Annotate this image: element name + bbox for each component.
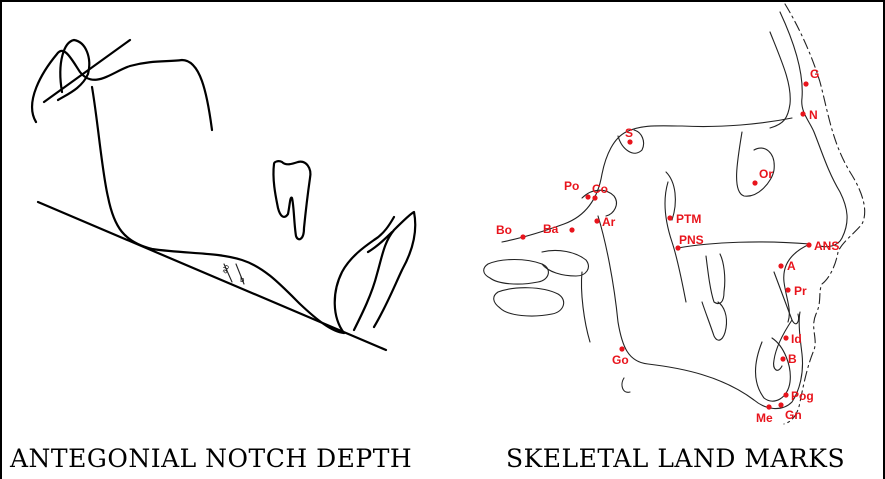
- upper-molars: [706, 254, 725, 304]
- landmark-label-ans: ANS: [814, 239, 839, 253]
- coronoid-loop: [58, 40, 89, 100]
- landmark-label-or: Or: [759, 167, 773, 181]
- landmark-label-g: G: [810, 67, 819, 81]
- landmark-label-me: Me: [756, 411, 773, 425]
- landmark-dot-ans: [806, 242, 811, 247]
- symphysis-outline: [335, 217, 394, 333]
- landmark-label-gn: Gn: [785, 408, 802, 422]
- landmark-dot-pog: [783, 392, 788, 397]
- skeletal-tracing: [484, 4, 865, 424]
- landmark-label-n: N: [809, 108, 818, 122]
- hyoid-trace: [581, 272, 590, 342]
- landmark-dot-ba: [569, 227, 574, 232]
- landmark-dot-or: [752, 180, 757, 185]
- landmark-dot-g: [803, 81, 808, 86]
- landmark-label-a: A: [787, 259, 796, 273]
- caption-antegonial-notch-depth: ANTEGONIAL NOTCH DEPTH: [10, 444, 412, 473]
- landmark-dot-gn: [778, 402, 783, 407]
- mandibular-plane-line: [38, 202, 386, 350]
- landmark-dot-go: [619, 346, 624, 351]
- landmark-label-bo: Bo: [496, 223, 512, 237]
- caption-skeletal-landmarks: SKELETAL LAND MARKS: [506, 444, 845, 473]
- landmark-dot-id: [783, 335, 788, 340]
- landmark-label-id: Id: [791, 332, 802, 346]
- landmark-dot-s: [627, 139, 632, 144]
- inner-frontal: [770, 32, 790, 128]
- landmark-dot-b: [780, 356, 785, 361]
- cervical-vertebra-1: [484, 260, 549, 285]
- landmark-dot-ptm: [667, 215, 672, 220]
- landmark-label-po: Po: [564, 179, 579, 193]
- landmark-dot-n: [800, 111, 805, 116]
- molar-tooth: [273, 161, 310, 239]
- landmark-dot-co: [592, 195, 597, 200]
- landmark-dot-bo: [520, 234, 525, 239]
- ptm-teardrop: [666, 172, 675, 220]
- landmark-dot-me: [766, 404, 771, 409]
- orbit-outline: [737, 132, 775, 196]
- landmark-dot-ar: [594, 218, 599, 223]
- landmark-label-go: Go: [612, 353, 629, 367]
- landmark-label-pr: Pr: [794, 284, 807, 298]
- landmark-label-s: S: [625, 126, 633, 140]
- cervical-vertebra-2: [494, 288, 564, 316]
- antegonial-notch-drawing: ab b: [32, 40, 415, 350]
- depth-label-b: b: [240, 276, 245, 284]
- landmark-label-co: Co: [592, 182, 608, 196]
- symphysis-inner: [756, 338, 791, 401]
- landmark-dot-po: [585, 194, 590, 199]
- depth-label-a: ab: [220, 263, 231, 275]
- landmark-label-ba: Ba: [543, 222, 559, 236]
- lower-molars: [702, 302, 727, 340]
- ramus-hook: [622, 378, 630, 392]
- landmark-label-pns: PNS: [679, 233, 704, 247]
- landmark-dot-a: [778, 263, 783, 268]
- landmark-dot-pr: [785, 287, 790, 292]
- landmark-label-ptm: PTM: [676, 212, 701, 226]
- landmark-label-b: B: [788, 352, 797, 366]
- frontal-bone: [780, 12, 847, 247]
- landmark-label-ar: Ar: [602, 215, 616, 229]
- landmark-label-pog: Pog: [791, 389, 814, 403]
- maxilla-anterior: [784, 244, 810, 322]
